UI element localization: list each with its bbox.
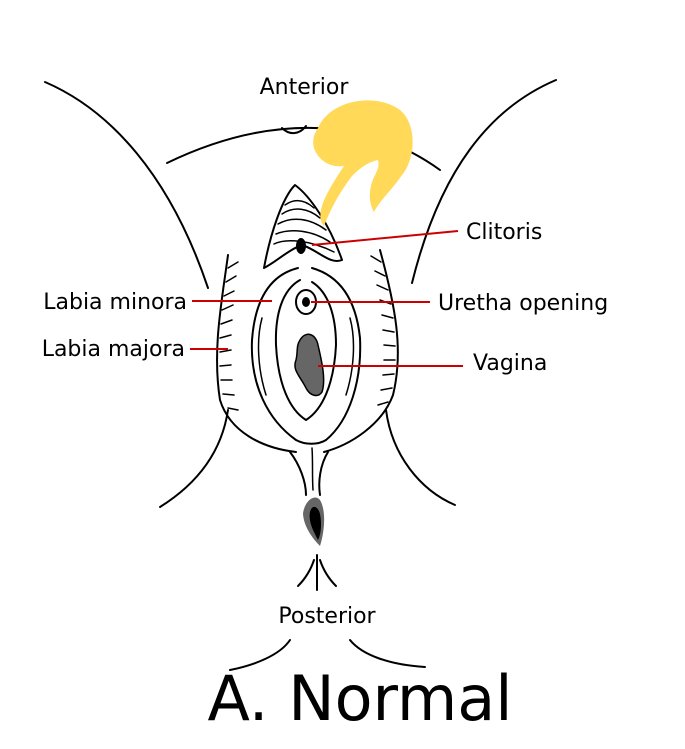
label-labia-majora: Labia majora (42, 337, 185, 362)
hand-palm (313, 100, 413, 226)
labia-majora-left (216, 254, 297, 453)
urethral-opening (302, 297, 310, 307)
gluteal-cleft-right (319, 559, 337, 587)
right-buttock-line (349, 639, 426, 668)
left-buttock-line (229, 639, 291, 671)
label-anterior: Anterior (260, 75, 350, 100)
labia-majora-right-hatching (370, 255, 396, 406)
labia-majora-left-hatching (219, 261, 239, 411)
vaginal-opening (294, 333, 325, 397)
clitoris-glans (296, 238, 306, 254)
perineum-left (289, 451, 307, 496)
perineum-right (318, 451, 329, 496)
right-thigh-outer-line (411, 79, 557, 284)
gluteal-cleft-left (297, 559, 315, 587)
left-thigh-outer-line (44, 81, 209, 289)
pointing-hand-overlay (313, 100, 413, 226)
label-labia-minora: Labia minora (43, 290, 187, 315)
clitoral-hood (263, 184, 343, 269)
labia-minora-inner (274, 279, 337, 421)
diagram-caption: A. Normal (207, 662, 512, 735)
anal-opening (309, 506, 322, 540)
label-posterior: Posterior (278, 604, 376, 629)
labia-minora-fold-left (257, 317, 267, 396)
pubic-notch (281, 125, 307, 134)
labia-minora-fold-right (345, 317, 355, 396)
labia-minora-outer (250, 267, 362, 445)
right-thigh-inner-line (385, 409, 456, 506)
label-uretha-opening: Uretha opening (438, 291, 608, 316)
clitoris-leader-line (311, 230, 459, 246)
left-thigh-inner-line (159, 409, 229, 508)
perineal-raphe (311, 447, 314, 491)
label-clitoris: Clitoris (466, 220, 542, 245)
label-vagina: Vagina (473, 351, 547, 376)
labia-majora-right (323, 249, 399, 453)
